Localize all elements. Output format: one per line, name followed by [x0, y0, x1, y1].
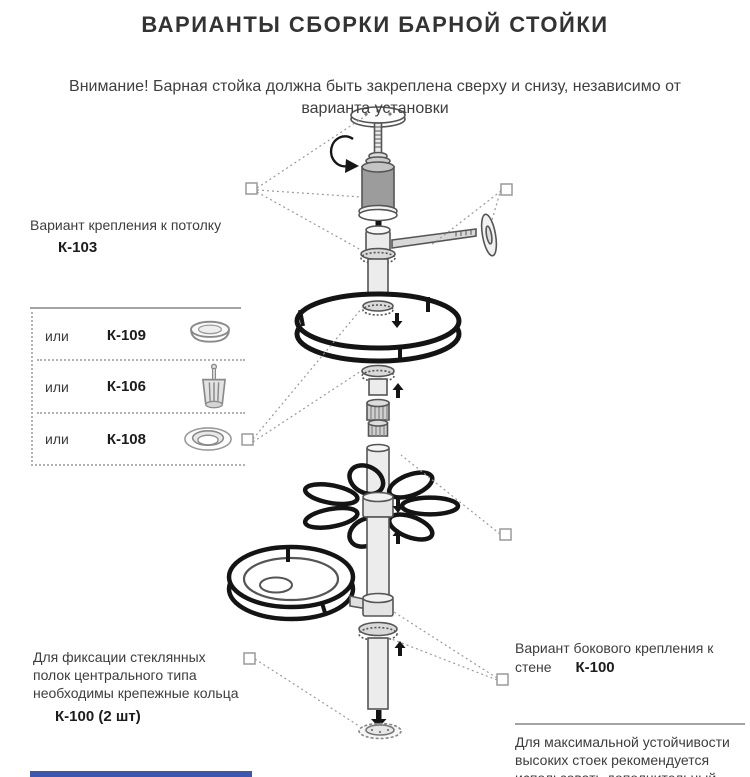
pole-top-connector	[360, 225, 396, 265]
mount-ring-icon	[184, 427, 232, 452]
ceiling-mount-callout: Вариант крепления к потолку К-103	[30, 217, 243, 257]
option-code: К-109	[106, 327, 146, 345]
callout-nodes	[241, 182, 513, 686]
option-row-k108: или К-108	[33, 414, 245, 464]
callout-node-extension	[499, 528, 512, 541]
option-row-k109: или К-109	[33, 312, 245, 359]
stability-note: Для максимальной устойчивости высоких ст…	[515, 734, 750, 777]
anchor-fixture-icon	[201, 363, 227, 409]
down-arrow-icon	[391, 313, 403, 328]
warning-text: Внимание! Барная стойка должна быть закр…	[69, 78, 681, 117]
wall-bracket-arm	[391, 228, 477, 249]
wall-mount-disc	[480, 213, 498, 257]
up-arrow-icon	[394, 641, 406, 656]
glass-shelf	[294, 291, 462, 364]
glass-shelf-note: Для фиксации стеклянных полок центрально…	[33, 649, 245, 726]
divider	[515, 723, 745, 726]
or-label: или	[45, 378, 69, 395]
threaded-rod	[373, 122, 383, 154]
tray-shelf	[226, 544, 356, 622]
option-code: К-106	[106, 378, 146, 396]
or-label: или	[45, 327, 69, 344]
glass-shelf-note-text: Для фиксации стеклянных полок центрально…	[33, 649, 239, 702]
lower-connector	[358, 592, 398, 642]
wall-mount-callout: Вариант бокового крепления к стене К-100	[515, 640, 748, 677]
wall-mount-label: Вариант бокового крепления к стене	[515, 640, 714, 676]
up-arrow-icon	[392, 383, 404, 398]
option-code: К-108	[106, 430, 146, 448]
fixing-rings	[366, 398, 390, 437]
shelf-lower-collar	[361, 364, 395, 396]
callout-node-shelf-fix	[496, 673, 509, 686]
ceiling-plate	[350, 106, 406, 128]
ceiling-mount-label: Вариант крепления к потолку	[30, 217, 222, 234]
or-label: или	[45, 431, 69, 448]
callout-lines	[252, 114, 502, 727]
pole-segment-lower	[366, 516, 390, 600]
page-title: ВАРИАНТЫ СБОРКИ БАРНОЙ СТОЙКИ	[141, 12, 609, 37]
callout-node-floor	[243, 652, 256, 665]
rotation-arrow-icon	[329, 135, 359, 173]
glass-shelf-note-code: К-100 (2 шт)	[55, 708, 141, 725]
divider	[37, 359, 245, 362]
down-arrow-icon	[392, 498, 404, 513]
stability-note-text: Для максимальной устойчивости высоких ст…	[515, 734, 730, 777]
callout-node-rings	[241, 433, 254, 446]
wall-mount-code: К-100	[575, 659, 615, 677]
ceiling-options-list: или К-109 или К-106 или К-108	[31, 312, 245, 467]
up-arrow-icon	[392, 529, 404, 544]
footer-bar-fragment	[30, 771, 252, 777]
callout-node-ceiling	[245, 182, 258, 195]
floor-mount-disc	[358, 722, 402, 740]
divider	[30, 307, 241, 310]
ceiling-mount-cylinder	[358, 161, 398, 222]
shelf-joint-connector	[362, 491, 394, 518]
pole-segment-bottom	[367, 637, 389, 710]
dome-cap-icon	[190, 320, 230, 343]
option-row-k106: или К-106	[33, 361, 245, 412]
shelf-upper-collar	[362, 300, 394, 316]
callout-node-wall	[500, 183, 513, 196]
divider	[37, 412, 245, 415]
ceiling-mount-code: К-103	[58, 239, 98, 257]
